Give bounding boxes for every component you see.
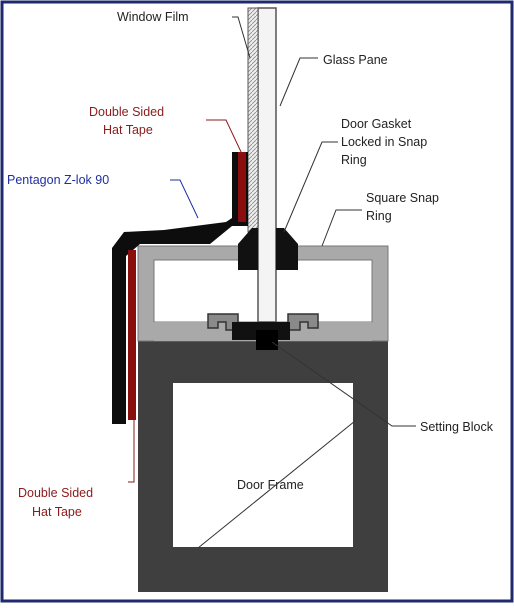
label-door-gasket-line1: Door Gasket (341, 117, 412, 131)
leader-setting-block (271, 341, 416, 427)
hat-tape-upper (238, 152, 246, 222)
door-gasket-right (276, 244, 298, 270)
leader-hat-tape-bottom (128, 420, 135, 483)
leader-door-gasket (283, 141, 338, 233)
leader-door-frame (197, 420, 356, 549)
leader-snap-ring (321, 209, 362, 247)
label-snap-ring-line2: Ring (366, 209, 392, 223)
snap-ring-clip-left (207, 313, 239, 331)
label-setting-block: Setting Block (420, 420, 494, 434)
label-glass-pane: Glass Pane (323, 53, 388, 67)
door-frame-opening (173, 383, 353, 547)
zlok-profile (112, 152, 248, 424)
glass-pane (257, 7, 277, 323)
hat-tape-lower (128, 250, 136, 420)
leader-lines (128, 16, 416, 549)
label-hat-tape-top-line1: Double Sided (89, 105, 164, 119)
leader-zlok (170, 179, 199, 219)
leader-hat-tape-top (206, 119, 243, 155)
label-door-frame: Door Frame (237, 478, 304, 492)
label-hat-tape-bottom-line2: Hat Tape (32, 505, 82, 519)
setting-block (256, 330, 278, 350)
label-hat-tape-top-line2: Hat Tape (103, 123, 153, 137)
label-window-film: Window Film (117, 10, 189, 24)
label-door-gasket-line3: Ring (341, 153, 367, 167)
label-door-gasket-line2: Locked in Snap (341, 135, 427, 149)
door-frame (138, 341, 388, 592)
door-frame-bottom-rail (173, 547, 353, 592)
label-zlok: Pentagon Z-lok 90 (7, 173, 109, 187)
window-film (247, 7, 259, 233)
door-gasket-left (238, 244, 258, 270)
leader-window-film (232, 16, 251, 59)
label-snap-ring-line1: Square Snap (366, 191, 439, 205)
snap-ring-clip-right (287, 313, 319, 331)
label-hat-tape-bottom-line1: Double Sided (18, 486, 93, 500)
leader-glass-pane (279, 57, 318, 107)
